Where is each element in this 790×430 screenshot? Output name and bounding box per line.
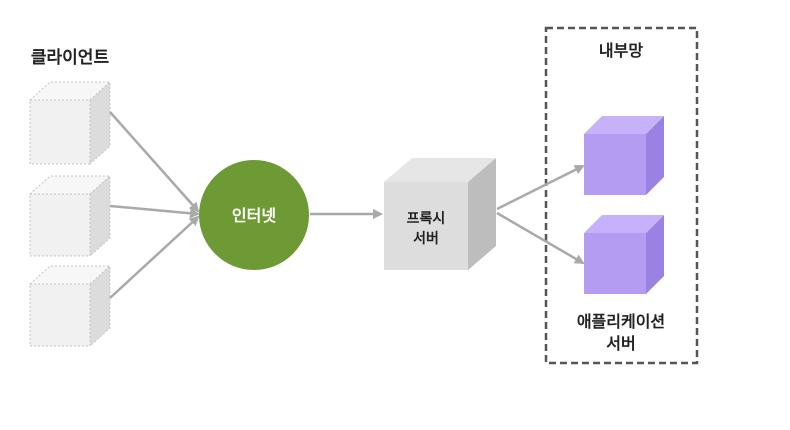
application-server-2 (584, 215, 664, 294)
internal-network-boundary (544, 26, 699, 365)
proxy-label-line1: 프록시 (407, 211, 446, 227)
application-server-label-line2: 서버 (606, 334, 635, 353)
application-server-1 (584, 116, 664, 195)
proxy-label-line2: 서버 (413, 230, 439, 247)
client-computer-1 (28, 80, 112, 166)
client-computer-2 (28, 174, 112, 258)
arrow-client-3-to-internet (109, 215, 200, 299)
client-computer-3 (28, 264, 112, 348)
arrow-proxy-to-app-server-1 (496, 164, 585, 211)
proxy-server: 프록시 서버 (384, 158, 496, 270)
arrow-client-2-to-internet (109, 204, 200, 219)
clients-title: 클라이언트 (31, 48, 110, 68)
application-server-label-line1: 애플리케이션 (577, 312, 665, 331)
internet-label: 인터넷 (232, 206, 276, 225)
internet-node (199, 160, 309, 270)
internal-network-title: 내부망 (599, 41, 643, 60)
arrow-proxy-to-app-server-2 (496, 211, 585, 265)
arrow-client-1-to-internet (109, 111, 200, 213)
